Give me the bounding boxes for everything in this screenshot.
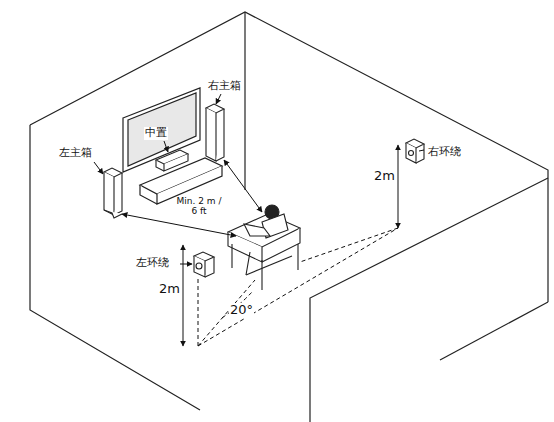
left-main-speaker: [104, 168, 122, 218]
right-surround-speaker: [406, 139, 424, 163]
listener-on-sofa: [228, 205, 300, 290]
speaker-label: 右主箱: [207, 80, 242, 93]
floor-guides: [198, 228, 398, 346]
speaker-label: 左环绕: [135, 257, 170, 270]
center-speaker: [156, 150, 188, 171]
television: [123, 88, 222, 204]
leader-lines: [94, 94, 424, 264]
height-dimension: 2m: [158, 282, 181, 297]
speaker-label: 中置: [144, 127, 168, 140]
room-outline: [30, 12, 548, 422]
height-dimension: 2m: [373, 169, 396, 184]
dimension-lines: [122, 145, 398, 346]
right-main-speaker: [206, 104, 224, 161]
speaker-label: 左主箱: [58, 147, 93, 160]
angle-label: 20°: [229, 303, 254, 318]
left-surround-speaker: [194, 252, 214, 277]
distance-dimension: Min. 2 m / 6 ft: [172, 196, 226, 217]
speaker-label: 右环绕: [427, 146, 462, 159]
